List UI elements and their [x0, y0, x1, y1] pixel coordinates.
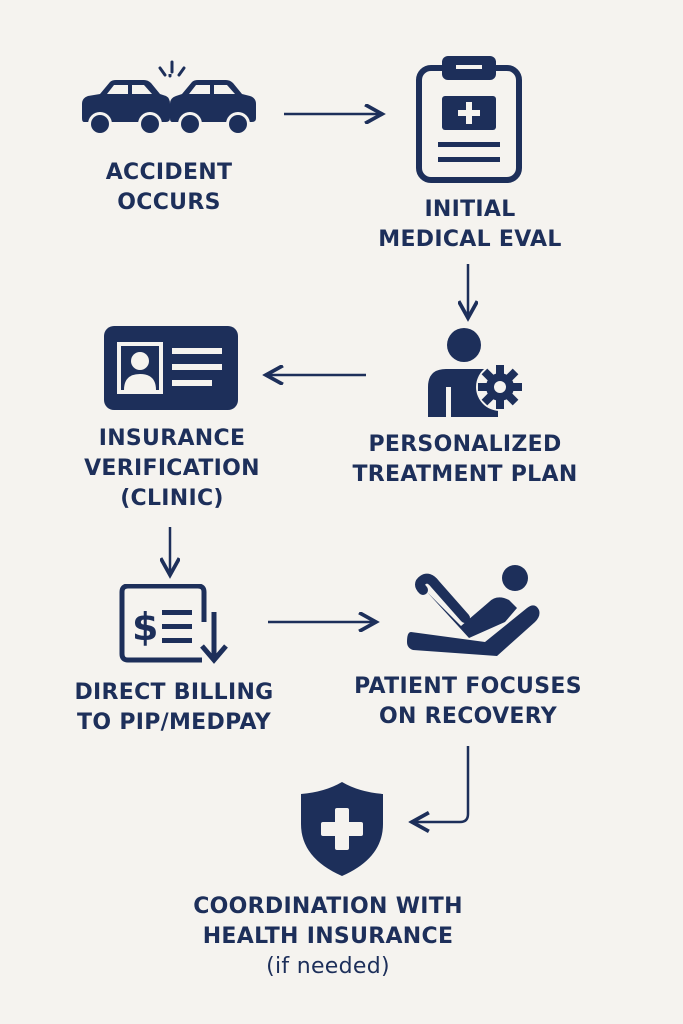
flow-arrow-left: [258, 365, 366, 385]
step-label-line: TREATMENT PLAN: [352, 462, 578, 487]
step-coordination-health-insurance: COORDINATION WITH HEALTH INSURANCE (if n…: [178, 892, 478, 982]
step-label-line: INSURANCE: [98, 426, 246, 451]
step-personalized-treatment-plan: PERSONALIZED TREATMENT PLAN: [345, 430, 585, 490]
impact-marks-icon: [158, 60, 186, 77]
step-label-line: PATIENT FOCUSES: [354, 674, 582, 699]
flow-arrow-down: [458, 264, 478, 324]
step-initial-medical-eval: INITIAL MEDICAL EVAL: [360, 195, 580, 255]
person-gear-icon: [428, 328, 524, 417]
step-label-line: (CLINIC): [120, 486, 224, 511]
flow-arrow-right: [284, 104, 390, 124]
step-label-line: DIRECT BILLING: [74, 680, 274, 705]
step-patient-recovery: PATIENT FOCUSES ON RECOVERY: [348, 672, 588, 732]
shield-cross-icon: [301, 782, 383, 876]
step-label-line: MEDICAL EVAL: [378, 227, 562, 252]
step-label-line: ON RECOVERY: [378, 704, 558, 729]
step-direct-billing: DIRECT BILLING TO PIP/MEDPAY: [64, 678, 284, 738]
step-label-line: PERSONALIZED: [368, 432, 562, 457]
svg-text:$: $: [132, 605, 158, 649]
medical-clipboard-icon: [416, 56, 522, 183]
step-label-note: (if needed): [266, 954, 390, 979]
id-card-icon: [104, 326, 238, 410]
flow-arrow-right: [268, 612, 384, 632]
step-label-line: VERIFICATION: [84, 456, 260, 481]
step-insurance-verification: INSURANCE VERIFICATION (CLINIC): [62, 424, 282, 514]
reclining-patient-icon: [407, 565, 540, 656]
step-label-line: OCCURS: [117, 190, 221, 215]
car-collision-icon: [82, 74, 256, 136]
step-label-line: TO PIP/MEDPAY: [77, 710, 271, 735]
flow-arrow-down-left: [400, 746, 470, 838]
step-label-line: HEALTH INSURANCE: [202, 924, 454, 949]
billing-document-icon: $: [119, 584, 228, 664]
step-accident-occurs: ACCIDENT OCCURS: [69, 158, 269, 218]
step-label-line: COORDINATION WITH: [193, 894, 463, 919]
step-label-line: INITIAL: [424, 197, 516, 222]
flow-arrow-down: [160, 527, 180, 581]
step-label-line: ACCIDENT: [105, 160, 233, 185]
